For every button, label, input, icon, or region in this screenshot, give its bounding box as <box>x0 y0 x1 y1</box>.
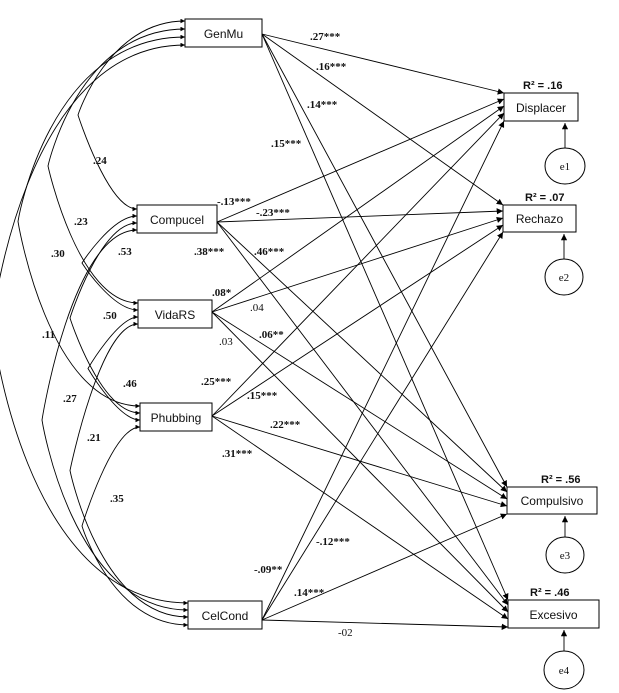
path-vidars-compulsivo: .06** <box>259 329 284 341</box>
path-phubbing-rechazo: .15*** <box>247 390 278 402</box>
path-arrow-genmu-compulsivo <box>261 33 508 488</box>
path-arrow-celcond-compulsivo <box>261 513 508 621</box>
node-rechazo: Rechazo R² = .07 <box>502 192 577 233</box>
correlation-arc-compucel-phubbing <box>69 220 141 416</box>
path-arrow-phubbing-rechazo <box>211 224 504 417</box>
path-arrow-genmu-rechazo <box>261 33 504 206</box>
path-arrow-celcond-displacer <box>261 120 505 621</box>
path-celcond-displacer: -.09** <box>254 564 283 576</box>
path-vidars-displacer: .08* <box>212 287 232 299</box>
correlation-labels: .24 .23 .30 .11 .53 .50 .27 .46 .21 .35 <box>42 155 137 505</box>
path-celcond-excesivo: -02 <box>338 627 353 639</box>
node-phubbing: Phubbing <box>139 402 213 432</box>
path-arrow-phubbing-excesivo <box>211 415 509 620</box>
path-arrow-genmu-displacer <box>261 33 505 95</box>
node-genmu: GenMu <box>184 18 263 48</box>
error-label: e3 <box>560 550 571 562</box>
correlation-arc-phubbing-celcond <box>81 424 189 628</box>
node-vidars: VidaRS <box>137 299 213 329</box>
path-celcond-rechazo: -.12*** <box>316 536 350 548</box>
corr-genmu-phubbing: .30 <box>51 248 65 260</box>
path-vidars-excesivo: .03 <box>219 336 233 348</box>
r2-label: R² = .56 <box>541 474 580 486</box>
node-label: Compulsivo <box>521 494 584 508</box>
path-genmu-displacer: .27*** <box>310 31 341 43</box>
path-phubbing-compulsivo: .22*** <box>270 419 301 431</box>
corr-phubbing-celcond: .35 <box>110 493 124 505</box>
corr-genmu-compucel: .24 <box>93 155 107 167</box>
correlation-arc-vidars-celcond <box>69 321 189 620</box>
node-label: Rechazo <box>516 212 564 226</box>
correlation-arc-vidars-phubbing <box>87 314 141 423</box>
corr-compucel-celcond: .27 <box>63 393 77 405</box>
path-arrow-compucel-compulsivo <box>216 221 508 493</box>
correlation-arc-genmu-vidars <box>47 26 186 306</box>
path-genmu-compulsivo: .14*** <box>307 99 338 111</box>
path-arrow-celcond-excesivo <box>261 619 509 630</box>
correlation-arc-compucel-celcond <box>41 227 189 613</box>
path-arrow-phubbing-compulsivo <box>211 415 508 508</box>
node-compulsivo: Compulsivo R² = .56 <box>506 474 598 515</box>
path-arrow-vidars-compulsivo <box>211 311 508 500</box>
error-e4: e4 <box>543 630 585 690</box>
corr-compucel-vidars: .53 <box>118 246 132 258</box>
regression-paths <box>211 33 509 630</box>
error-e1: e1 <box>544 123 586 185</box>
path-genmu-excesivo: .15*** <box>271 138 302 150</box>
path-arrow-compucel-rechazo <box>216 208 504 223</box>
node-label: Phubbing <box>151 411 202 425</box>
error-e2: e2 <box>544 234 584 296</box>
correlation-arc-genmu-compucel <box>77 18 186 212</box>
corr-vidars-celcond: .21 <box>87 432 101 444</box>
path-compucel-excesivo: .38*** <box>194 246 225 258</box>
node-excesivo: Excesivo R² = .46 <box>507 587 600 629</box>
node-label: Excesivo <box>529 608 577 622</box>
corr-genmu-vidars: .23 <box>74 216 88 228</box>
path-celcond-compulsivo: .14*** <box>294 587 325 599</box>
path-arrow-vidars-displacer <box>211 105 505 313</box>
error-label: e1 <box>560 161 570 173</box>
error-label: e2 <box>559 272 569 284</box>
path-arrow-celcond-rechazo <box>261 231 504 621</box>
corr-compucel-phubbing: .50 <box>103 310 117 322</box>
path-vidars-rechazo: .04 <box>250 302 264 314</box>
error-e3: e3 <box>545 516 585 574</box>
correlation-arc-genmu-celcond <box>0 42 189 606</box>
path-phubbing-excesivo: .31*** <box>222 448 253 460</box>
r2-label: R² = .07 <box>525 192 564 204</box>
r2-label: R² = .46 <box>530 587 569 599</box>
path-arrow-genmu-excesivo <box>261 33 509 601</box>
correlation-arc-compucel-vidars <box>81 213 139 313</box>
node-label: CelCond <box>202 609 249 623</box>
path-genmu-rechazo: .16*** <box>316 61 347 73</box>
path-phubbing-displacer: .25*** <box>201 376 232 388</box>
corr-genmu-celcond: .11 <box>42 329 55 341</box>
corr-vidars-phubbing: .46 <box>123 378 137 390</box>
path-arrow-phubbing-displacer <box>211 112 505 417</box>
path-labels: .27*** .16*** .14*** .15*** -.13*** -.23… <box>194 31 353 639</box>
node-label: Displacer <box>516 101 566 115</box>
error-label: e4 <box>559 665 570 677</box>
path-compucel-compulsivo: .46*** <box>254 246 285 258</box>
r2-label: R² = .16 <box>523 80 562 92</box>
node-label: VidaRS <box>155 308 195 322</box>
node-label: Compucel <box>150 213 204 227</box>
node-celcond: CelCond <box>187 600 263 630</box>
path-compucel-displacer: -.13*** <box>217 196 251 208</box>
node-compucel: Compucel <box>136 204 218 234</box>
path-arrow-compucel-displacer <box>216 98 505 223</box>
node-label: GenMu <box>204 27 243 41</box>
path-compucel-rechazo: -.23*** <box>256 207 290 219</box>
node-displacer: Displacer R² = .16 <box>503 80 579 122</box>
correlation-arc-genmu-phubbing <box>17 34 186 409</box>
correlation-arcs <box>0 18 189 628</box>
